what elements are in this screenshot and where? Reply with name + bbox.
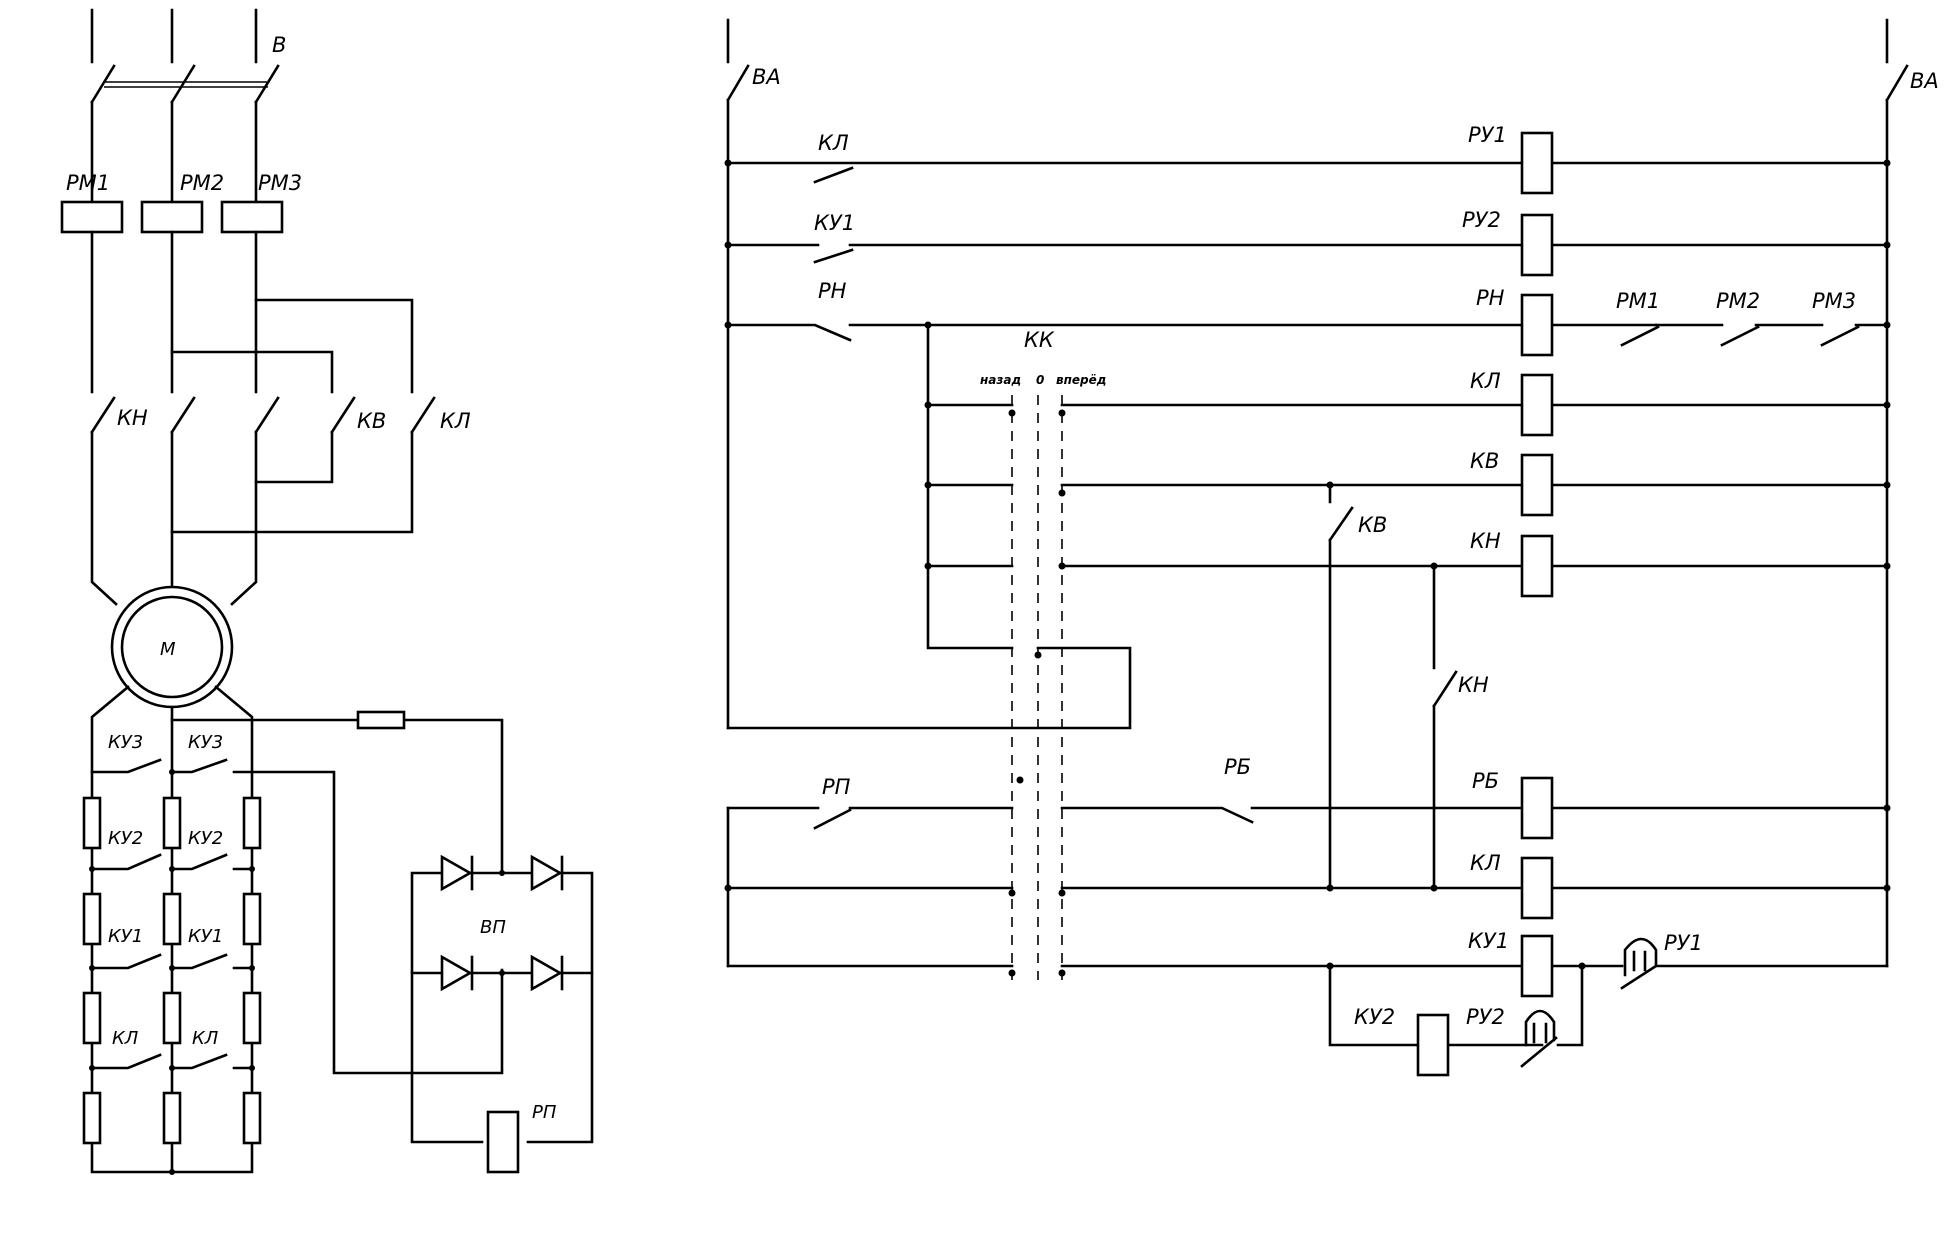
contactor-kn-label: КН	[117, 406, 148, 430]
coil-rn-label: РН	[1476, 286, 1505, 310]
rung-rb	[726, 776, 1889, 840]
rung-rb-contact-label: РБ	[1224, 755, 1251, 779]
contactor-kv-label: КВ	[357, 409, 386, 433]
ku2-label-1: КУ2	[108, 828, 143, 849]
rp-coil	[486, 1110, 520, 1174]
coil-ku2-label: КУ2	[1354, 1005, 1395, 1029]
coil-kn-label: КН	[1470, 529, 1501, 553]
kl-rotor-label-2: КЛ	[192, 1028, 219, 1049]
rung-rb-rp-label: РП	[822, 775, 851, 799]
controller-forward-label: вперёд	[1056, 373, 1106, 387]
rung-kl-1	[1008, 373, 1889, 437]
rung-ku1	[726, 934, 1889, 1077]
controller-kk	[1011, 395, 1063, 980]
overload-relay-label-2: РМ2	[180, 171, 224, 195]
rung-ru1	[726, 131, 1889, 195]
coil-ru1-label: РУ1	[1468, 123, 1507, 147]
ku1-label-1: КУ1	[108, 926, 143, 947]
ku1-label-2: КУ1	[188, 926, 223, 947]
contactor-kl-label: КЛ	[440, 409, 471, 433]
coil-kv-label: КВ	[1470, 449, 1499, 473]
ku2-label-2: КУ2	[188, 828, 223, 849]
kn-interlock-label: КН	[1458, 673, 1489, 697]
rung-kv	[1058, 453, 1889, 890]
motor	[110, 585, 234, 709]
coil-ku1-label: КУ1	[1468, 929, 1509, 953]
rung-kl-2	[724, 856, 1889, 920]
breaker-va-left-label: ВА	[752, 65, 781, 89]
main-breaker	[90, 8, 280, 204]
coil-kl-2-label: КЛ	[1470, 851, 1501, 875]
rung-ru2	[726, 213, 1889, 277]
rung-ru2-contact-label: КУ1	[814, 211, 855, 235]
diode-bridge	[440, 854, 564, 992]
controller-back-label: назад	[980, 373, 1021, 387]
controller-kk-label: КК	[1024, 328, 1055, 352]
coil-rb-label: РБ	[1472, 769, 1499, 793]
overload-contact-3-label: РМ3	[1812, 289, 1856, 313]
breaker-label: В	[272, 33, 286, 57]
overload-contact-2-label: РМ2	[1716, 289, 1760, 313]
reversing-wiring	[170, 298, 414, 394]
overload-relay-label-1: РМ1	[66, 171, 110, 195]
rung-kn	[1058, 534, 1889, 890]
braking-circuit	[170, 710, 594, 1144]
coil-kl-1-label: КЛ	[1470, 369, 1501, 393]
overload-relay-heaters	[60, 200, 284, 394]
kl-rotor-label-1: КЛ	[112, 1028, 139, 1049]
rotor-resistor-ladder	[82, 685, 262, 1175]
rung-ru1-contact-label: КЛ	[818, 131, 849, 155]
rung-rn	[726, 293, 1889, 357]
right-rail-junctions	[724, 159, 1891, 892]
rp-coil-label: РП	[532, 1102, 557, 1123]
kv-interlock-label: КВ	[1358, 513, 1387, 537]
control-circuit: ВА ВА КК назад 0 вперёд КЛ РУ1 КУ1 РУ2	[724, 18, 1939, 1077]
rung-rn-contact-label: РН	[818, 279, 847, 303]
time-contact-ru1-label: РУ1	[1664, 931, 1703, 955]
motor-label: М	[160, 639, 176, 660]
ku3-label-2: КУ3	[188, 732, 223, 753]
main-contactors	[90, 396, 436, 606]
overload-relay-label-3: РМ3	[258, 171, 302, 195]
breaker-va-right-label: ВА	[1910, 69, 1939, 93]
ku3-label-1: КУ3	[108, 732, 143, 753]
rectifier-label: ВП	[480, 917, 506, 938]
controller-zero-loop	[726, 646, 1132, 784]
overload-contact-1-label: РМ1	[1616, 289, 1660, 313]
power-circuit: В РМ1 РМ2 РМ3 КН КВ КЛ	[60, 8, 594, 1175]
controller-zero-label: 0	[1036, 373, 1044, 387]
coil-ru2-label: РУ2	[1462, 208, 1501, 232]
controller-input-bus	[924, 321, 1014, 650]
time-contact-ru2-label: РУ2	[1466, 1005, 1505, 1029]
